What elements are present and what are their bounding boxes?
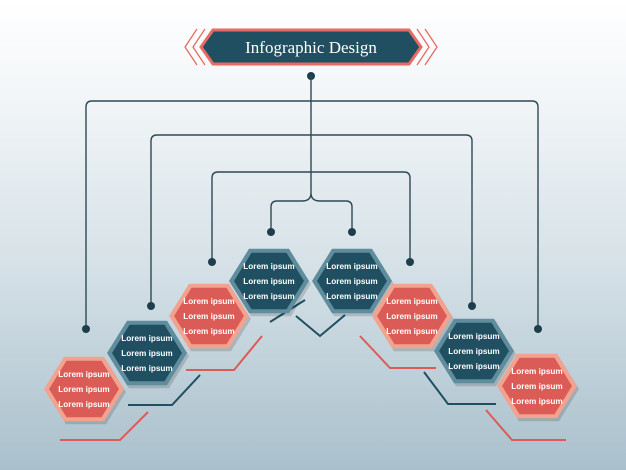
accent-line — [359, 335, 436, 369]
hexagon-label: Lorem ipsum — [326, 277, 377, 286]
connector-dot — [267, 228, 275, 236]
hexagon-label: Lorem ipsum — [121, 364, 172, 373]
title-chevron-left-inner — [192, 28, 206, 66]
connector-dot — [348, 228, 356, 236]
connector-dot — [406, 258, 414, 266]
title-chevron-right-outer — [424, 28, 438, 66]
hexagon-label: Lorem ipsum — [511, 397, 562, 406]
connector-dot — [208, 258, 216, 266]
accent-line — [423, 371, 496, 405]
accent-line — [186, 335, 263, 371]
hexagon-label: Lorem ipsum — [183, 297, 234, 306]
hexagon-label: Lorem ipsum — [448, 362, 499, 371]
hexagon-label: Lorem ipsum — [511, 367, 562, 376]
hexagon-label: Lorem ipsum — [448, 347, 499, 356]
connector-dot — [147, 302, 155, 310]
connector-bracket-inner — [270, 192, 353, 232]
hexagon-label: Lorem ipsum — [511, 382, 562, 391]
hexagon-fill — [502, 357, 572, 415]
title-chevron-left-outer — [184, 28, 198, 66]
page-title: Infographic Design — [245, 38, 377, 57]
connector-bracket-2 — [150, 134, 473, 306]
hexagon-label: Lorem ipsum — [386, 327, 437, 336]
hexagon-label: Lorem ipsum — [121, 334, 172, 343]
hexagon-fill — [439, 322, 509, 380]
hexagon-label: Lorem ipsum — [58, 370, 109, 379]
title-banner-shape — [199, 28, 423, 66]
accent-line — [295, 314, 346, 338]
connector-dot — [534, 325, 542, 333]
hexagon-label: Lorem ipsum — [326, 292, 377, 301]
hexagon-label: Lorem ipsum — [326, 262, 377, 271]
title-banner: Infographic Design — [184, 28, 438, 66]
hexagon-fill — [174, 287, 244, 345]
connector-bracket-3 — [211, 171, 411, 262]
connector-bracket-1 — [85, 100, 539, 329]
accent-line — [128, 374, 201, 406]
hexagon-label: Lorem ipsum — [58, 385, 109, 394]
hexagon-label: Lorem ipsum — [448, 332, 499, 341]
hexagon-fill — [49, 360, 119, 418]
connector-dot — [82, 325, 90, 333]
hexagon-label: Lorem ipsum — [386, 297, 437, 306]
title-chevron-right-inner — [416, 28, 430, 66]
hexagon-label: Lorem ipsum — [121, 349, 172, 358]
accent-line — [485, 409, 566, 441]
hexagon-label: Lorem ipsum — [386, 312, 437, 321]
accent-line — [60, 411, 149, 441]
hexagon-fill — [377, 287, 447, 345]
hexagon-fill — [317, 252, 387, 310]
hexagon-fill — [112, 324, 182, 382]
hexagon-label: Lorem ipsum — [58, 400, 109, 409]
hexagon-label: Lorem ipsum — [243, 292, 294, 301]
connector-lines — [82, 72, 542, 333]
hexagon-fill — [234, 252, 304, 310]
hexagon-label: Lorem ipsum — [183, 312, 234, 321]
hexagon-label: Lorem ipsum — [183, 327, 234, 336]
hexagon-label: Lorem ipsum — [243, 262, 294, 271]
connector-dot — [468, 302, 476, 310]
hexagon-label: Lorem ipsum — [243, 277, 294, 286]
